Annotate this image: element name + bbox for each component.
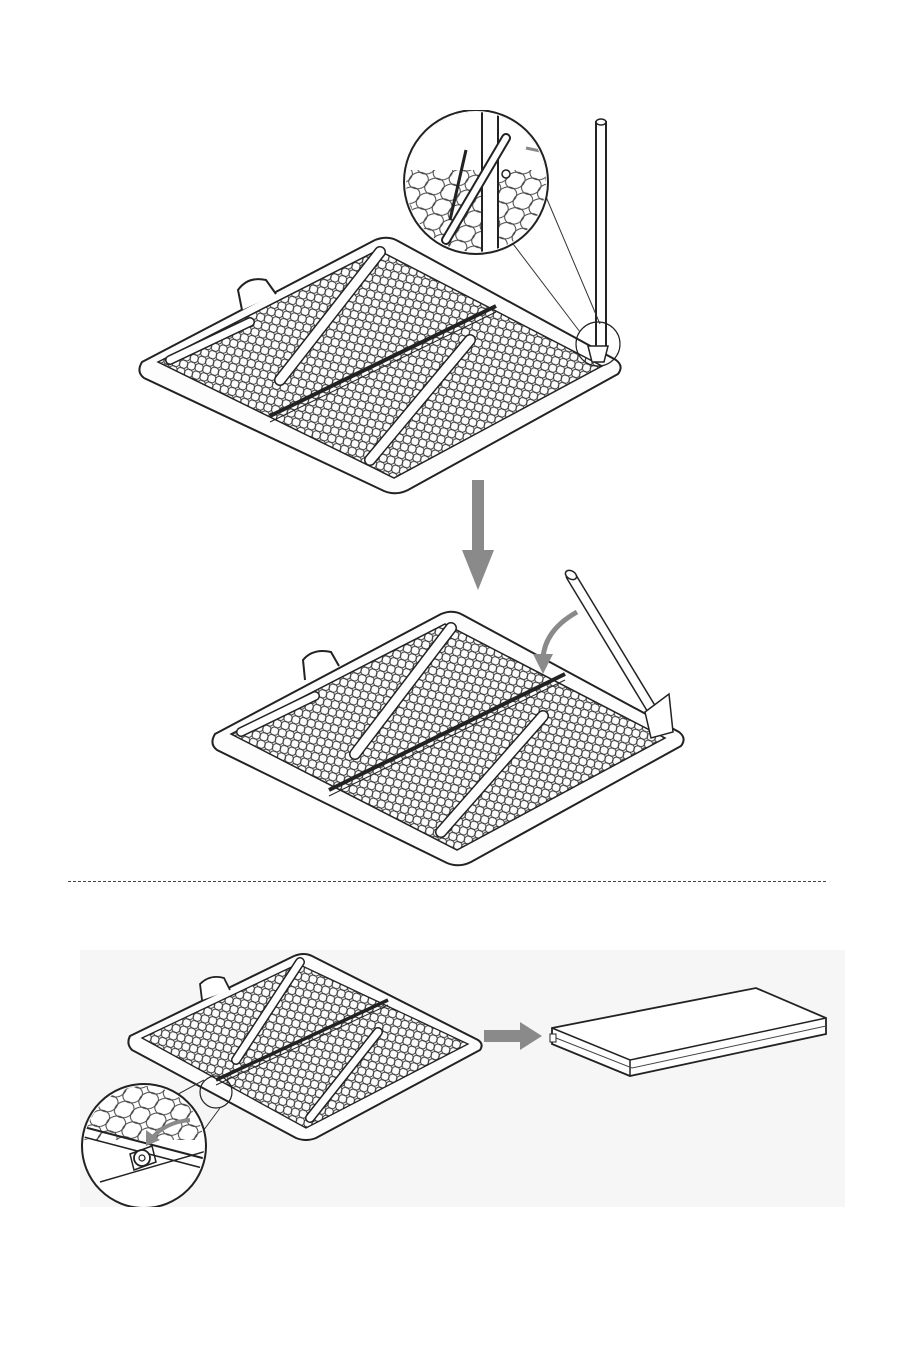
table-leg-upright-drawing bbox=[130, 110, 650, 500]
right-arrow-icon bbox=[484, 1022, 542, 1050]
step-3-illustration bbox=[80, 950, 845, 1207]
table-leg-folding-drawing bbox=[205, 562, 695, 872]
detail-magnifier-circle-icon bbox=[400, 110, 560, 270]
table-fold-drawing bbox=[80, 950, 845, 1207]
step-1-illustration bbox=[130, 110, 650, 500]
step-2-illustration bbox=[205, 562, 695, 872]
folded-table bbox=[550, 988, 826, 1076]
raised-leg bbox=[588, 119, 608, 362]
hinge-detail-magnifier-circle-icon bbox=[80, 1080, 220, 1207]
section-divider bbox=[68, 881, 826, 882]
